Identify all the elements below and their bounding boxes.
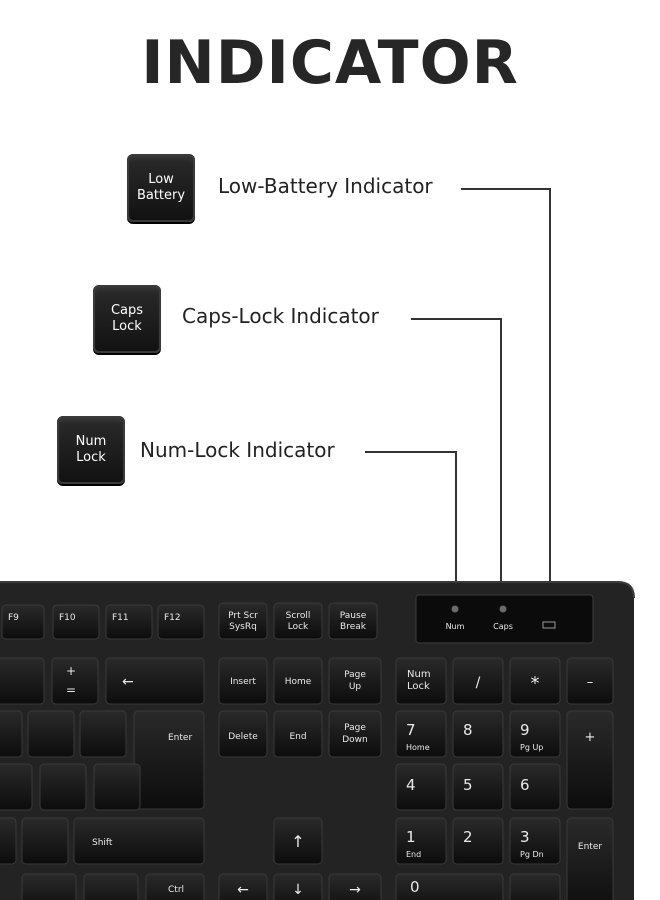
key-f10: F10 bbox=[59, 613, 76, 623]
key-9: 9 bbox=[520, 721, 530, 739]
key-left-arrow: ← bbox=[237, 882, 249, 898]
key-3-sub: Pg Dn bbox=[520, 850, 544, 859]
key-star: * bbox=[531, 673, 540, 694]
main-key-block: + = ← Enter Shift Ctrl bbox=[0, 657, 205, 900]
key-numlock-line2: Lock bbox=[407, 681, 430, 692]
key-pageup-line1: Page bbox=[344, 670, 366, 680]
num-led-label: Num bbox=[446, 622, 465, 631]
numpad: Num Lock / * – 7 Home 8 9 Pg Up + 4 5 6 … bbox=[395, 657, 614, 900]
key-scroll-line1: Scroll bbox=[286, 611, 311, 621]
key-9-sub: Pg Up bbox=[520, 743, 543, 752]
key-pagedown-line1: Page bbox=[344, 723, 366, 733]
key-8: 8 bbox=[463, 721, 473, 739]
key-f11: F11 bbox=[112, 613, 129, 623]
key-2: 2 bbox=[463, 828, 473, 846]
function-row: F9 F10 F11 F12 Prt Scr SysRq Scroll Lock… bbox=[1, 602, 378, 640]
caps-led-label: Caps bbox=[493, 622, 513, 631]
key-plus-main: + bbox=[66, 664, 76, 678]
key-minus: – bbox=[587, 675, 594, 690]
key-prtscr-line2: SysRq bbox=[229, 622, 257, 632]
key-numlock-line1: Num bbox=[407, 669, 431, 680]
num-lock-led bbox=[451, 605, 459, 613]
key-insert: Insert bbox=[230, 677, 256, 687]
num-lock-leader-line bbox=[365, 451, 457, 453]
key-3: 3 bbox=[520, 828, 530, 846]
key-5: 5 bbox=[463, 776, 473, 794]
battery-led-icon bbox=[542, 621, 556, 629]
key-pageup-line2: Up bbox=[349, 682, 362, 692]
key-1-sub: End bbox=[406, 850, 421, 859]
key-backspace: ← bbox=[122, 674, 134, 690]
key-1: 1 bbox=[406, 828, 416, 846]
key-slash: / bbox=[476, 675, 481, 691]
key-7: 7 bbox=[406, 721, 416, 739]
caps-lock-leader-line bbox=[411, 318, 502, 320]
key-up-arrow: ↑ bbox=[291, 832, 304, 851]
key-end: End bbox=[289, 732, 306, 742]
caps-lock-led bbox=[499, 605, 507, 613]
key-pause-line2: Break bbox=[340, 622, 367, 632]
key-enter-numpad: Enter bbox=[578, 842, 602, 852]
key-delete: Delete bbox=[228, 732, 258, 742]
key-equals-main: = bbox=[66, 683, 76, 697]
caps-lock-indicator-label: Caps-Lock Indicator bbox=[182, 304, 379, 328]
key-ctrl: Ctrl bbox=[168, 885, 184, 895]
key-enter: Enter bbox=[168, 733, 192, 743]
page-title: INDICATOR bbox=[141, 28, 519, 98]
low-battery-leader-line bbox=[461, 188, 551, 190]
num-lock-indicator-label: Num-Lock Indicator bbox=[140, 438, 335, 462]
key-0: 0 bbox=[410, 878, 420, 896]
key-pause-line1: Pause bbox=[340, 611, 367, 621]
key-scroll-line2: Lock bbox=[288, 622, 309, 632]
key-f9: F9 bbox=[8, 613, 19, 623]
key-4: 4 bbox=[406, 776, 416, 794]
low-battery-indicator-label: Low-Battery Indicator bbox=[218, 174, 433, 198]
key-7-sub: Home bbox=[406, 743, 430, 752]
indicator-led-panel bbox=[415, 594, 594, 644]
key-home: Home bbox=[285, 677, 312, 687]
navigation-cluster: Insert Home Page Up Delete End Page Down… bbox=[218, 657, 382, 900]
key-f12: F12 bbox=[164, 613, 181, 623]
key-prtscr-line1: Prt Scr bbox=[228, 611, 258, 621]
key-down-arrow: ↓ bbox=[292, 882, 304, 898]
keyboard-image: Num Caps F9 F10 F11 F12 Prt Scr SysRq Sc… bbox=[0, 581, 635, 900]
key-right-arrow: → bbox=[349, 882, 361, 898]
key-plus: + bbox=[585, 730, 596, 745]
key-shift: Shift bbox=[92, 838, 113, 848]
key-6: 6 bbox=[520, 776, 530, 794]
key-pagedown-line2: Down bbox=[342, 735, 368, 745]
